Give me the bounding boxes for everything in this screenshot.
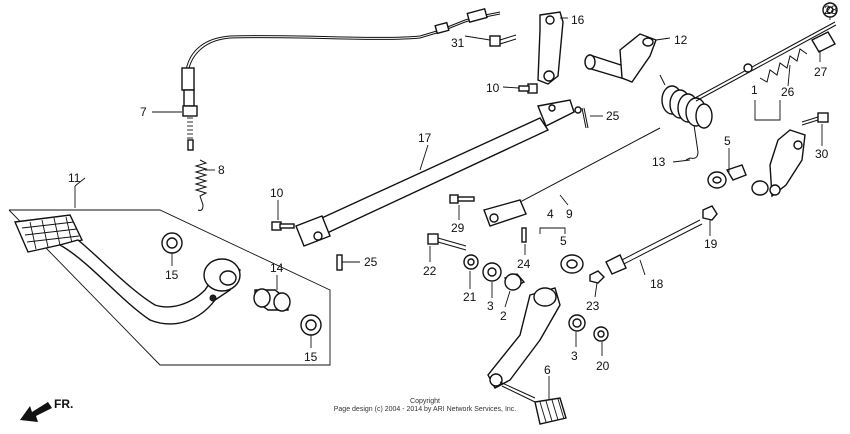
- pedal-rubber: [534, 397, 567, 425]
- arm-assembly: [707, 100, 806, 198]
- label-27: 27: [814, 65, 828, 79]
- label-13: 13: [652, 155, 666, 169]
- bolt-30: [801, 112, 829, 126]
- label-10-lower: 10: [270, 186, 284, 200]
- label-5-upper: 5: [724, 134, 731, 148]
- bearing-3-upper: [482, 262, 502, 282]
- nut-23: [589, 270, 605, 284]
- label-24: 24: [517, 257, 531, 271]
- label-15-lower: 15: [304, 350, 318, 364]
- front-direction-label: FR.: [54, 397, 73, 411]
- pin-24: [521, 227, 527, 243]
- label-1: 1: [751, 83, 758, 97]
- seal-lower: [300, 314, 322, 336]
- copyright-line: Page design (c) 2004 - 2014 by ARI Netwo…: [333, 406, 517, 413]
- label-4: 4: [547, 207, 554, 221]
- brake-shaft: [584, 33, 657, 83]
- label-21: 21: [463, 290, 477, 304]
- label-15-upper: 15: [165, 268, 179, 282]
- shift-pedal: [487, 287, 561, 403]
- bolt-22: [427, 233, 467, 251]
- return-spring: [659, 74, 713, 161]
- cotter-pin-left: [336, 254, 343, 271]
- label-12: 12: [674, 33, 688, 47]
- front-arrow-icon: FR.: [20, 397, 73, 422]
- callout-labels: 7 8 11 15 14 15 10 25 17 31 10 16 12 25 …: [68, 3, 838, 377]
- label-25-right: 25: [606, 109, 620, 123]
- bearing-3-lower: [568, 314, 586, 332]
- label-31: 31: [451, 36, 465, 50]
- label-3-upper: 3: [487, 299, 494, 313]
- label-26: 26: [781, 85, 795, 99]
- label-2: 2: [500, 309, 507, 323]
- label-20: 20: [596, 359, 610, 373]
- brake-rod-9: [483, 127, 661, 227]
- arm-upper: [537, 11, 564, 85]
- nut-19: [702, 205, 718, 221]
- pedal-frame: [8, 186, 331, 366]
- cap-20: [593, 326, 609, 342]
- label-29: 29: [451, 221, 465, 235]
- label-6: 6: [544, 363, 551, 377]
- label-14: 14: [270, 261, 284, 275]
- bolt-29: [449, 194, 475, 204]
- label-7: 7: [140, 105, 147, 119]
- label-5-lower: 5: [560, 234, 567, 248]
- bolt-upper: [518, 83, 538, 94]
- shift-rod: [605, 219, 703, 275]
- brake-cable: [181, 7, 501, 151]
- bolt-31: [489, 34, 517, 47]
- label-19: 19: [704, 237, 718, 251]
- label-8: 8: [218, 163, 225, 177]
- copyright-title: Copyright: [410, 398, 440, 405]
- label-16: 16: [571, 13, 585, 27]
- label-11: 11: [68, 171, 81, 185]
- cotter-pin-right: [581, 107, 589, 129]
- seal-upper: [161, 232, 183, 254]
- adjust-rod: [694, 21, 837, 102]
- rod-joint: [811, 2, 838, 53]
- label-17: 17: [418, 131, 432, 145]
- cable-spring: [194, 159, 208, 211]
- label-9: 9: [566, 207, 573, 221]
- label-18: 18: [650, 277, 664, 291]
- collar-2: [503, 273, 526, 291]
- brake-pedal: [13, 214, 241, 325]
- label-30: 30: [815, 147, 829, 161]
- collar: [253, 288, 291, 312]
- label-23: 23: [586, 299, 600, 313]
- label-28: 28: [824, 3, 838, 17]
- leader-lines: [74, 17, 831, 400]
- label-25-left: 25: [364, 255, 378, 269]
- bolt-lower: [271, 221, 295, 231]
- joint-5-lower: [560, 254, 584, 274]
- label-10-upper: 10: [486, 81, 500, 95]
- brake-rod: [295, 99, 582, 247]
- label-22: 22: [423, 264, 437, 278]
- washer-21: [463, 254, 479, 270]
- label-3-lower: 3: [571, 349, 578, 363]
